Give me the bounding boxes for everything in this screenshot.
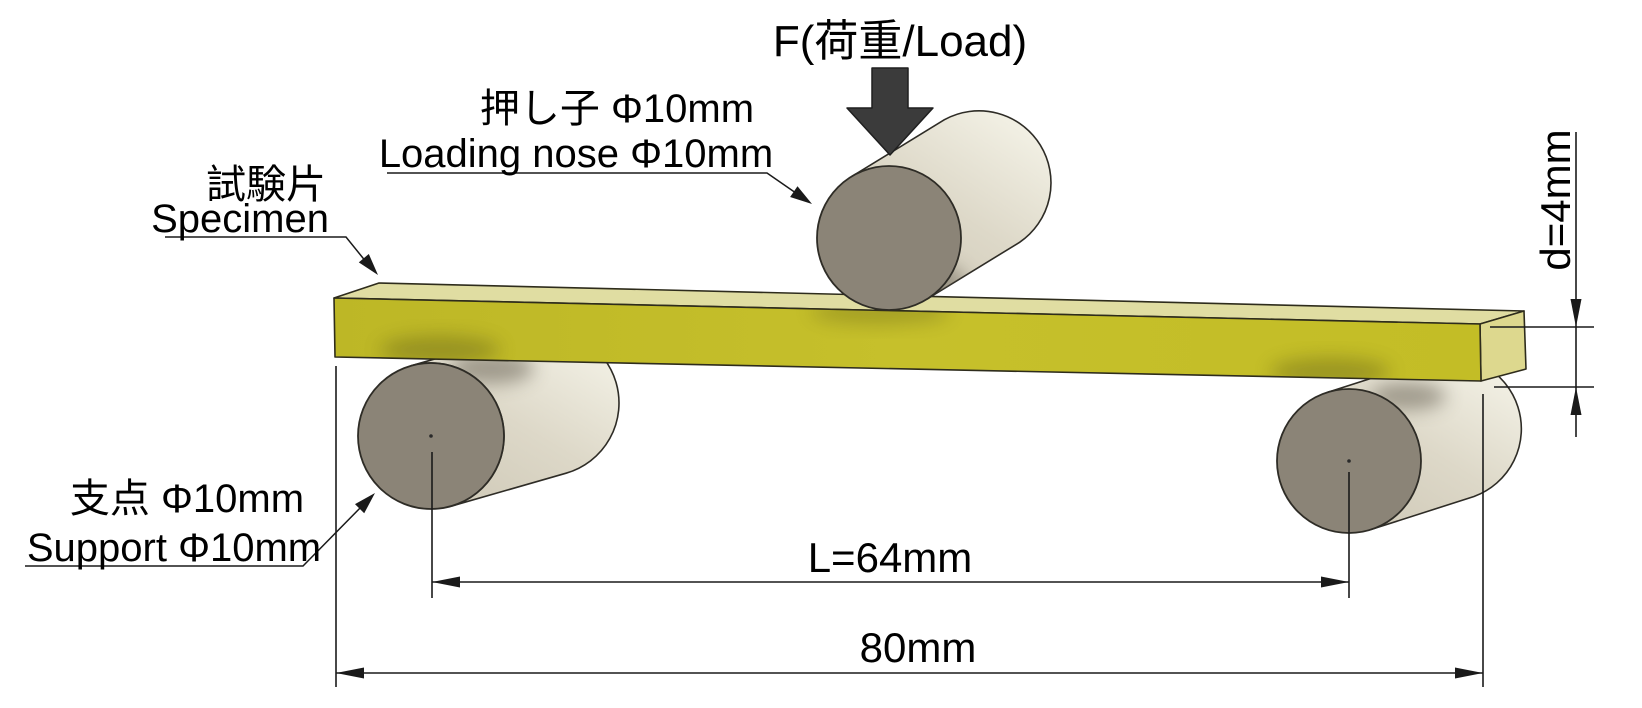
- loading-nose-leader: [387, 172, 812, 204]
- support-label-jp: 支点 Φ10mm: [70, 477, 304, 521]
- length-arrow-left: [336, 667, 364, 679]
- left-support-center-dot: [429, 434, 433, 438]
- span-arrow-right: [1321, 576, 1349, 588]
- dimension-total-length: [335, 366, 1484, 687]
- span-arrow-left: [432, 576, 460, 588]
- specimen-leader-line: [165, 236, 372, 269]
- specimen-leader: [165, 236, 378, 275]
- loading-nose-leader-line: [387, 172, 807, 201]
- loading-nose-roller: [816, 110, 1052, 311]
- specimen-leader-arrow: [358, 254, 378, 275]
- right-support-roller: [1276, 356, 1523, 534]
- specimen-beam: [333, 282, 1527, 382]
- thickness-arrow-top: [1570, 299, 1582, 327]
- loading-nose-face: [816, 165, 962, 311]
- support-leader-line: [25, 503, 365, 567]
- force-arrow-icon: [846, 67, 934, 156]
- support-label-en: Support Φ10mm: [27, 526, 321, 570]
- support-span-value: L=64mm: [808, 534, 973, 581]
- specimen-label-en: Specimen: [151, 197, 329, 241]
- right-support-center-dot: [1347, 459, 1351, 463]
- length-arrow-right: [1455, 667, 1483, 679]
- thickness-arrow-bottom: [1570, 387, 1582, 415]
- specimen-end-face: [1479, 310, 1527, 382]
- loading-nose-leader-arrow: [790, 186, 812, 204]
- dimension-thickness: [1490, 132, 1594, 437]
- support-leader-arrow: [355, 493, 375, 514]
- dimension-support-span: [431, 452, 1350, 598]
- specimen-label-jp: 試験片: [206, 163, 326, 207]
- force-label: F(荷重/Load): [773, 17, 1027, 66]
- support-leader: [25, 493, 375, 567]
- loading-nose-label-en: Loading nose Φ10mm: [379, 132, 773, 176]
- loading-nose-label-jp: 押し子 Φ10mm: [480, 87, 754, 131]
- left-support-roller: [357, 329, 620, 510]
- total-length-value: 80mm: [860, 624, 977, 671]
- thickness-value: d=4mm: [1532, 129, 1579, 270]
- specimen-front-face: [333, 297, 1482, 382]
